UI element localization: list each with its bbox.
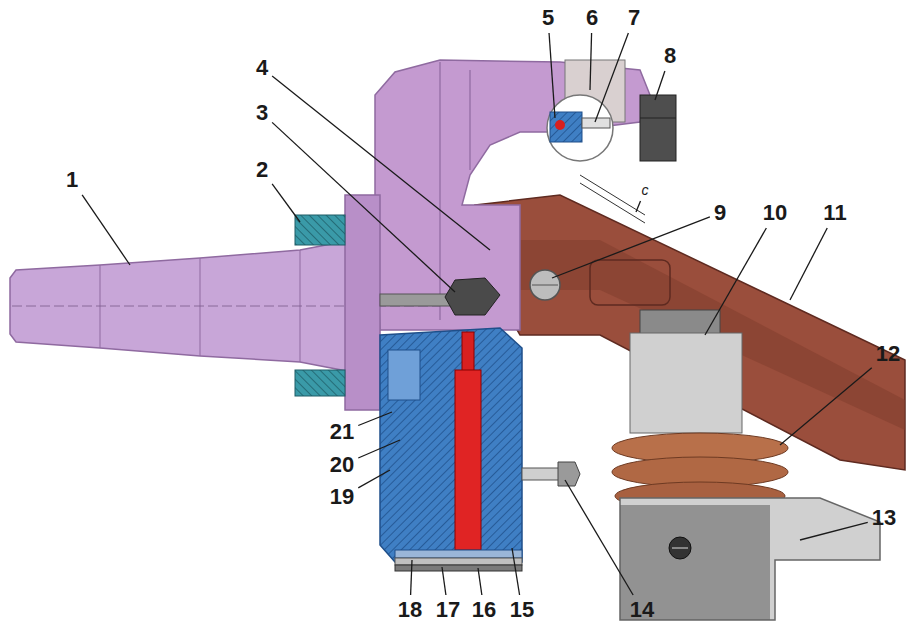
leader-line [800, 522, 868, 540]
callout-number: 14 [630, 599, 654, 621]
callout-number: 16 [472, 599, 496, 621]
callout-number: 11 [823, 202, 846, 224]
callout-number: 6 [586, 7, 598, 29]
callout-number: 1 [66, 169, 78, 191]
leader-line [512, 548, 520, 595]
leader-line [780, 368, 872, 445]
leader-line [595, 33, 628, 122]
callout-number: 19 [330, 486, 354, 508]
callout-number: 20 [330, 454, 354, 476]
callout-number: 2 [256, 159, 268, 181]
leader-line [565, 480, 633, 595]
leader-line [272, 184, 300, 222]
leader-line [790, 228, 827, 300]
callout-number: 12 [876, 343, 900, 365]
callout-number: 17 [436, 599, 460, 621]
leader-line [82, 195, 130, 265]
callout-number: 3 [256, 102, 268, 124]
leader-line [655, 71, 665, 100]
leader-line [549, 33, 555, 118]
leader-line [552, 217, 710, 278]
dimension-label: c [642, 183, 649, 197]
leader-line [705, 228, 766, 335]
leader-line [636, 201, 641, 212]
leader-line [272, 122, 455, 292]
leader-line [442, 567, 446, 595]
leader-line [411, 560, 412, 595]
callout-number: 8 [664, 45, 676, 67]
callout-number: 13 [872, 507, 896, 529]
leader-line [590, 33, 592, 90]
callout-number: 5 [542, 7, 554, 29]
callout-number: 4 [256, 57, 268, 79]
leader-line [358, 440, 400, 458]
leader-line [358, 412, 392, 426]
callout-number: 15 [510, 599, 534, 621]
leader-line [478, 568, 482, 595]
leader-line [358, 470, 390, 488]
callout-number: 7 [628, 7, 640, 29]
callout-number: 9 [714, 202, 726, 224]
leader-line [272, 76, 490, 250]
callout-number: 18 [398, 599, 422, 621]
callout-number: 21 [330, 421, 354, 443]
callout-number: 10 [763, 202, 787, 224]
